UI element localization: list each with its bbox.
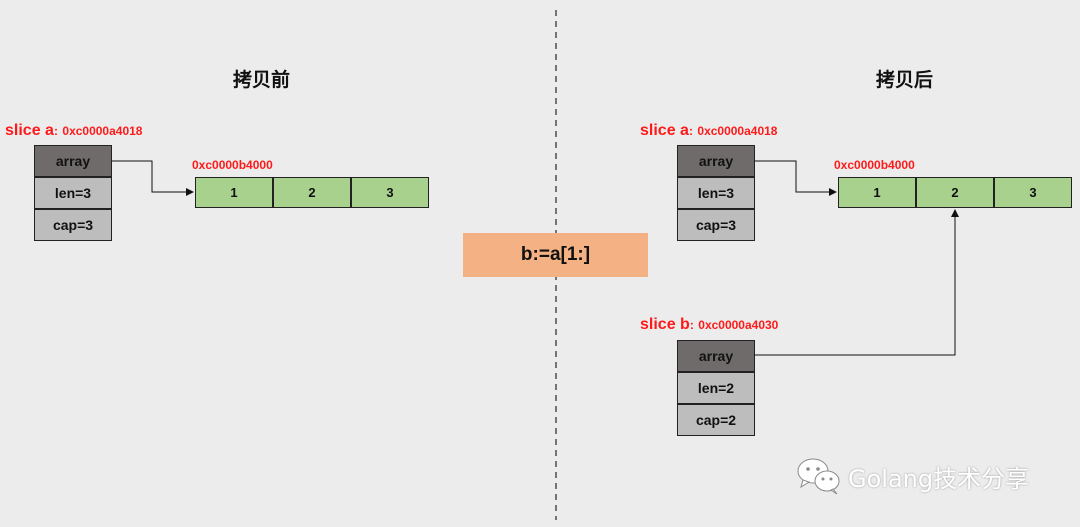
after-slice-b-label: slice b: 0xc0000a4030: [640, 316, 778, 334]
slice-field-cap: cap=3: [677, 209, 755, 241]
before-array-pointer-arrow: [112, 160, 194, 196]
after-title: 拷贝后: [876, 69, 934, 91]
slice-field-array: array: [677, 145, 755, 177]
before-array-address: 0xc0000b4000: [192, 158, 273, 172]
slice-address: 0xc0000a4030: [698, 318, 779, 332]
after-b-array-pointer-arrow: [755, 209, 959, 356]
array-cell: 3: [351, 177, 429, 208]
array-cell: 2: [273, 177, 351, 208]
array-cell: 2: [916, 177, 994, 208]
slice-name: slice a: [5, 122, 54, 139]
slice-field-len: len=3: [677, 177, 755, 209]
after-array-address: 0xc0000b4000: [834, 158, 915, 172]
slice-field-cap: cap=2: [677, 404, 755, 436]
slice-sep: :: [53, 124, 58, 138]
array-cell: 1: [195, 177, 273, 208]
before-title: 拷贝前: [233, 69, 291, 91]
slice-address: 0xc0000a4018: [697, 124, 778, 138]
array-cell: 1: [838, 177, 916, 208]
slice-name: slice b: [640, 316, 690, 333]
slice-sep: :: [688, 124, 693, 138]
slice-field-cap: cap=3: [34, 209, 112, 241]
before-slice-a-label: slice a: 0xc0000a4018: [5, 122, 142, 140]
watermark: Golang技术分享: [796, 456, 1029, 496]
operation-box: b:=a[1:]: [463, 233, 648, 277]
slice-address: 0xc0000a4018: [62, 124, 143, 138]
slice-field-array: array: [677, 340, 755, 372]
watermark-text: Golang技术分享: [848, 464, 1030, 493]
after-a-array-pointer-arrow: [755, 160, 837, 196]
slice-name: slice a: [640, 122, 689, 139]
slice-sep: :: [689, 318, 694, 332]
slice-field-len: len=2: [677, 372, 755, 404]
slice-field-array: array: [34, 145, 112, 177]
after-slice-a-label: slice a: 0xc0000a4018: [640, 122, 777, 140]
slice-field-len: len=3: [34, 177, 112, 209]
array-cell: 3: [994, 177, 1072, 208]
wechat-icon: [797, 458, 840, 495]
